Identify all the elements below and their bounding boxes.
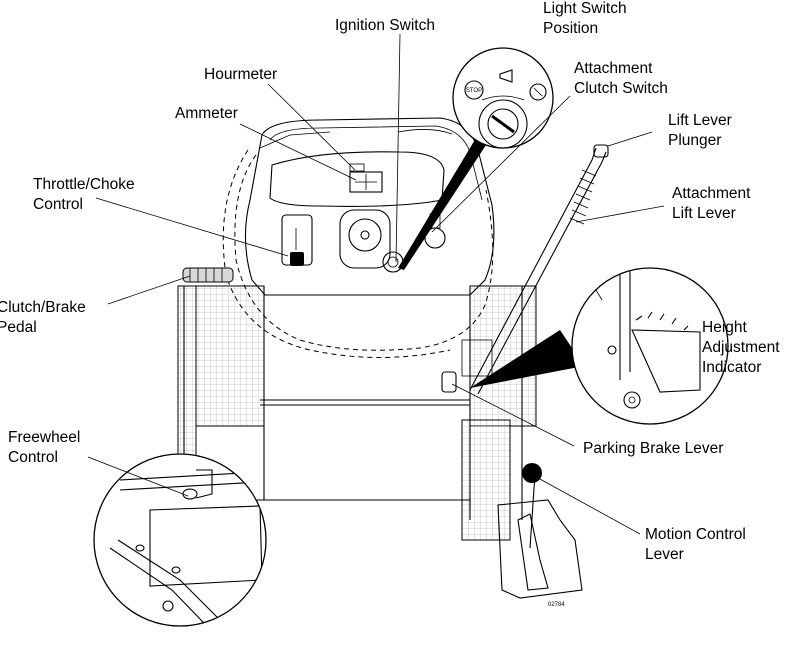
label-throttle-1: Throttle/Choke: [33, 176, 135, 193]
label-lift-plunger-1: Lift Lever: [668, 112, 732, 129]
label-freewheel-1: Freewheel: [8, 429, 80, 446]
freewheel-inset: [93, 453, 267, 627]
label-freewheel-2: Control: [8, 449, 58, 466]
motion-control-lever: [497, 463, 583, 599]
dashboard: [222, 117, 495, 358]
label-ammeter: Ammeter: [175, 105, 238, 122]
label-attachment-clutch-2: Clutch Switch: [574, 80, 668, 97]
height-adjustment-inset: [470, 267, 729, 425]
ignition-switch-knob: [382, 251, 404, 273]
label-light-switch-2: Position: [543, 20, 598, 37]
label-height-3: Indicator: [702, 359, 761, 376]
label-height-1: Height: [702, 319, 747, 336]
label-motion-control-1: Motion Control: [645, 526, 746, 543]
light-switch-inset: STOP: [398, 47, 554, 270]
hourmeter-display: [349, 163, 365, 172]
parking-brake-lever: [441, 371, 457, 393]
ammeter-gauge: [349, 171, 383, 193]
lift-lever-plunger: [593, 144, 609, 158]
label-parking-brake: Parking Brake Lever: [583, 440, 723, 457]
label-lift-lever-1: Attachment: [672, 185, 751, 202]
label-light-switch-1: Light Switch: [543, 0, 627, 17]
label-motion-control-2: Lever: [645, 546, 684, 563]
attachment-lift-lever: [441, 144, 609, 395]
label-lift-plunger-2: Plunger: [668, 132, 721, 149]
stop-badge: STOP: [466, 88, 482, 94]
label-attachment-clutch-1: Attachment: [574, 60, 653, 77]
clutch-brake-pedal: [182, 267, 234, 283]
leader-lines: [87, 33, 665, 535]
label-ignition-switch: Ignition Switch: [335, 17, 435, 34]
label-hourmeter: Hourmeter: [204, 66, 277, 83]
callout-labels: Ignition Switch Light Switch Position At…: [0, 0, 780, 608]
label-height-2: Adjustment: [702, 339, 780, 356]
label-lift-lever-2: Lift Lever: [672, 205, 736, 222]
figure-id: 02784: [548, 602, 565, 608]
label-clutch-1: Clutch/Brake: [0, 299, 86, 316]
label-clutch-2: Pedal: [0, 319, 37, 336]
label-throttle-2: Control: [33, 196, 83, 213]
